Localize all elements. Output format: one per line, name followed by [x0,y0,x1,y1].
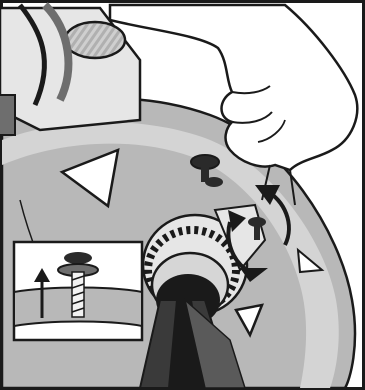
inset-detail [14,242,142,340]
